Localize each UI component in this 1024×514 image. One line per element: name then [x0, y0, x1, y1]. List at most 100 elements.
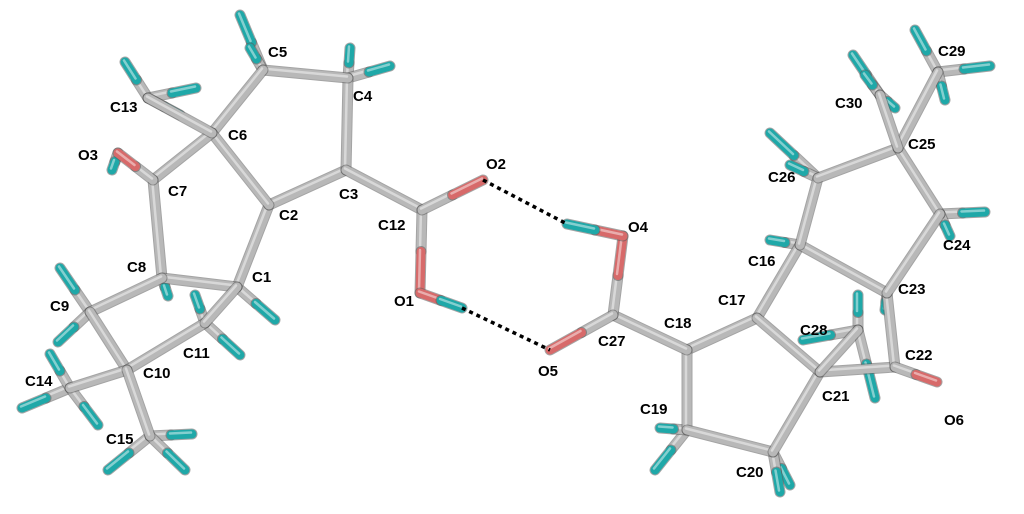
bond-half-hydrogen: [939, 219, 956, 242]
bond-c22-o6: [889, 361, 943, 388]
hydrogen-stick-C13-4: [119, 56, 154, 104]
atom-label-c10: C10: [143, 365, 171, 382]
bond-half-carbon: [415, 204, 428, 257]
atom-label-c21: C21: [822, 388, 850, 405]
bond-c21-c17: [751, 312, 826, 378]
bond-half-hydrogen: [957, 206, 991, 219]
hydrogen-bond-layer: [461, 178, 568, 352]
bond-half-hydrogen: [859, 69, 878, 91]
bond-c7-o3: [112, 147, 159, 186]
bond-half-hydrogen: [909, 24, 932, 57]
bond-c21-c28: [814, 324, 864, 378]
bond-half-hydrogen: [343, 42, 356, 69]
atom-label-c14: C14: [25, 373, 53, 390]
atom-label-c18: C18: [664, 315, 692, 332]
bond-half-hydrogen: [102, 447, 135, 476]
bond-c10-c11: [121, 317, 211, 376]
bond-c21-c22: [814, 361, 901, 378]
hydrogen-stick-C29-34: [932, 60, 996, 78]
bond-half-hydrogen: [654, 422, 679, 435]
hbond-ho1-o5: [461, 306, 551, 352]
bond-half-hydrogen: [958, 60, 996, 75]
bond-half-hydrogen: [936, 80, 951, 106]
bond-half-hydrogen: [217, 333, 246, 361]
atom-label-o1: O1: [394, 293, 414, 310]
bond-half-hydrogen: [54, 262, 81, 296]
bond-c12-o1: [414, 204, 428, 299]
bond-half-hydrogen: [159, 281, 174, 302]
atom-label-c23: C23: [898, 281, 926, 298]
bond-c27-o5: [544, 309, 619, 356]
atom-label-c16: C16: [748, 253, 776, 270]
atom-label-c12: C12: [378, 217, 406, 234]
atom-label-o6: O6: [944, 412, 964, 429]
bond-half-hydrogen: [797, 329, 836, 346]
atom-label-o4: O4: [628, 219, 649, 236]
bond-c6-c7: [147, 127, 218, 186]
bond-half-carbon: [416, 189, 458, 216]
hydrogen-stick-C9-13: [52, 306, 96, 348]
bond-c10-c14: [64, 364, 133, 394]
hydrogen-stick-C19-21: [654, 422, 693, 436]
atom-label-c24: C24: [943, 237, 971, 254]
bond-half-hydrogen: [52, 321, 80, 348]
bond-c2-c3: [263, 164, 352, 211]
hydrogen-stick-C30-37: [859, 69, 886, 101]
atom-label-c6: C6: [228, 127, 247, 144]
bond-half-hydrogen: [771, 466, 786, 498]
bond-half-hydrogen: [250, 298, 281, 326]
bond-c18-c27: [607, 309, 693, 356]
bond-c16-c17: [751, 239, 806, 324]
bond-c23-c16: [794, 239, 893, 299]
bond-half-hydrogen: [363, 60, 396, 78]
bond-c20-c21: [767, 366, 826, 458]
bond-half-oxygen: [414, 246, 427, 299]
atom-label-c5: C5: [268, 44, 287, 61]
atom-label-c15: C15: [106, 431, 134, 448]
bond-half-hydrogen: [162, 447, 191, 476]
bond-half-oxygen: [447, 174, 489, 201]
bond-c8-c9: [84, 272, 168, 318]
atom-label-c30: C30: [835, 95, 863, 112]
bond-half-hydrogen: [119, 56, 142, 86]
bond-half-hydrogen: [106, 156, 121, 176]
atom-label-c26: C26: [768, 169, 796, 186]
bond-half-hydrogen: [78, 401, 104, 431]
bond-c5-c6: [206, 64, 269, 139]
bond-c8-c1: [156, 272, 243, 293]
atom-label-o2: O2: [486, 156, 506, 173]
bond-half-hydrogen: [435, 295, 468, 314]
bond-c26-c25: [812, 142, 904, 184]
bond-c16-c26: [794, 172, 824, 251]
hydrogen-stick-C29-33: [909, 24, 944, 78]
bond-half-oxygen: [112, 147, 141, 172]
atom-label-c9: C9: [50, 298, 69, 315]
bond-c24-c23: [881, 208, 946, 299]
atom-label-c13: C13: [110, 99, 138, 116]
hydrogen-stick-C20-23: [767, 446, 786, 498]
atom-label-c17: C17: [718, 292, 746, 309]
bond-half-hydrogen: [852, 289, 864, 318]
bond-half-oxygen: [544, 327, 587, 356]
bond-c6-c2: [206, 127, 275, 211]
bond-c10-c15: [121, 364, 156, 442]
atom-label-c29: C29: [938, 43, 966, 60]
hbond-o2-ho4: [482, 178, 568, 226]
bond-half-hydrogen: [244, 42, 262, 65]
bond-c6-c13: [142, 92, 218, 139]
atom-label-c28: C28: [800, 322, 828, 339]
atom-label-layer: C1C2C3C4C5C6C7C8C9C10C11C12C13C14C15C16C…: [25, 43, 971, 481]
bond-c11-c1: [199, 281, 243, 329]
bond-half-hydrogen: [166, 82, 202, 99]
bond-half-hydrogen: [234, 9, 257, 48]
atom-label-c11: C11: [183, 345, 210, 362]
bond-o1-ho1: [414, 287, 468, 314]
atom-label-c3: C3: [339, 186, 358, 203]
bond-half-oxygen: [910, 369, 943, 388]
bond-half-hydrogen: [764, 127, 800, 161]
bond-c4-c5: [257, 64, 354, 84]
bond-c3-c12: [340, 164, 428, 216]
atom-label-o5: O5: [538, 363, 558, 380]
bond-c25-c30: [874, 89, 904, 154]
